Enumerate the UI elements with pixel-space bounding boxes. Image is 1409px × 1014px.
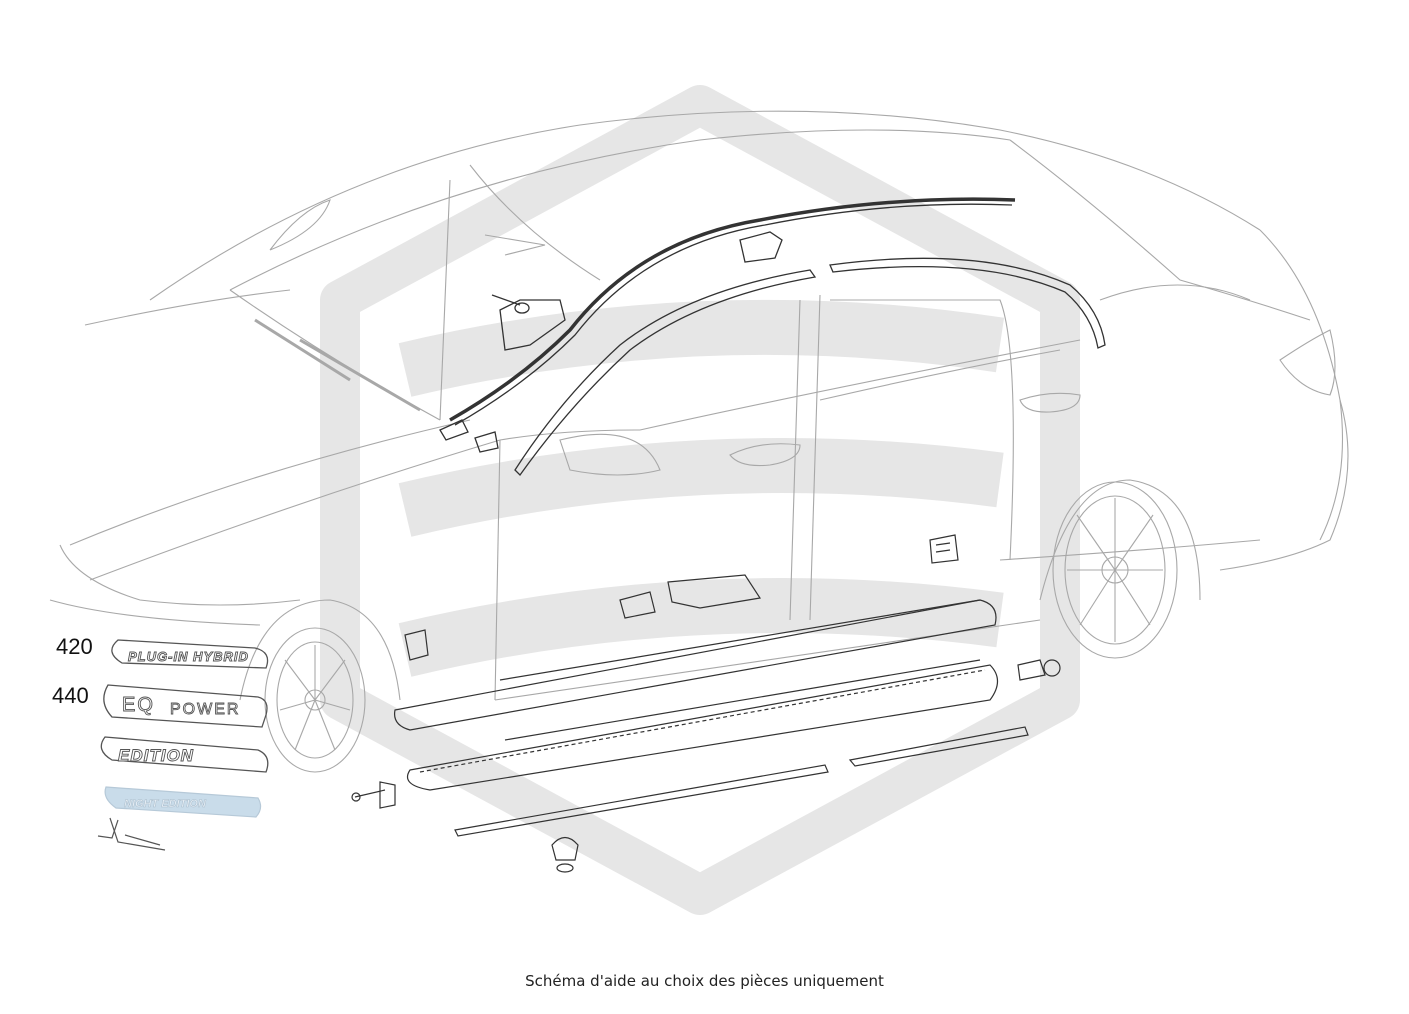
badge-mounting-bracket [97,817,166,851]
badge-plug-in-hybrid: PLUG-IN HYBRID [111,639,269,669]
roof-trim-mouldings [439,197,1106,477]
diagram-caption: Schéma d'aide au choix des pièces unique… [525,972,884,990]
badge-eq-power-prefix: EQ [122,694,155,716]
badge-night-edition: NIGHT EDITION [104,786,262,818]
badge-eq-power-suffix: POWER [170,701,240,718]
badge-edition: EDITION [100,736,269,773]
badge-eq-power: EQ POWER [103,684,268,728]
callout-440: 440 [52,683,89,708]
badge-plug-in-hybrid-text: PLUG-IN HYBRID [128,649,249,664]
side-sill-panels [393,599,1029,837]
badge-night-edition-text: NIGHT EDITION [124,798,207,810]
callout-420: 420 [56,634,93,659]
car-outline [49,110,1349,773]
clips-and-fasteners [351,534,1061,873]
badge-edition-text: EDITION [118,746,194,765]
